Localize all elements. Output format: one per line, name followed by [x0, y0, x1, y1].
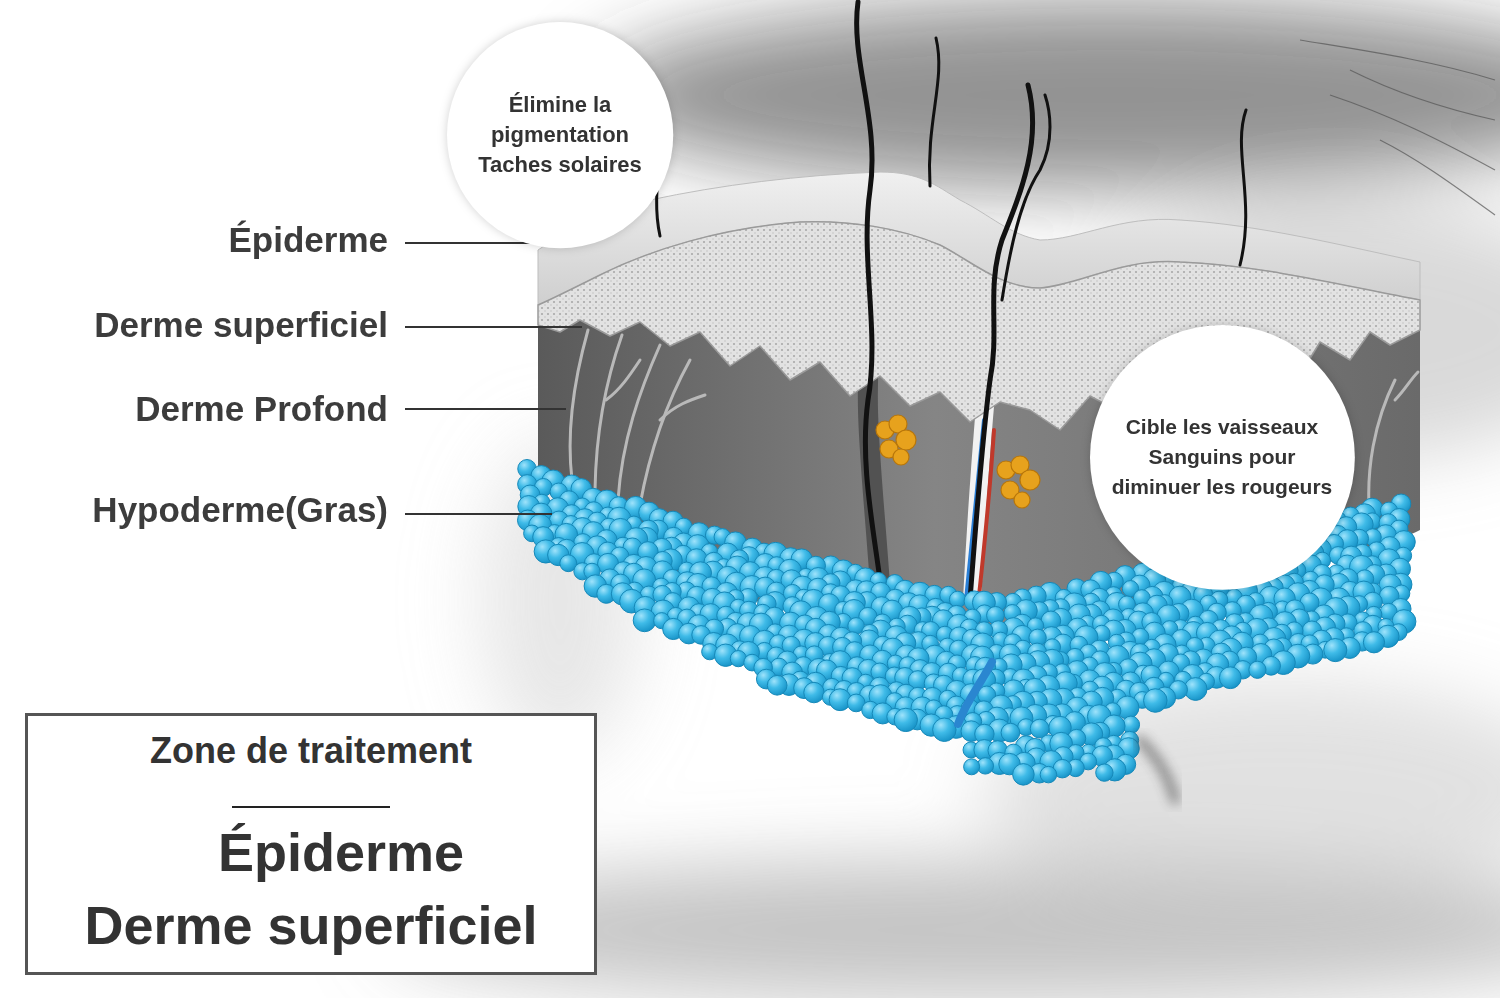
vessel: [570, 330, 588, 480]
fat-cell: [804, 682, 824, 702]
fat-cell: [1013, 764, 1035, 786]
layer-label: Derme superficiel: [94, 305, 388, 345]
vessel-branch: [1395, 372, 1418, 400]
fine-hair: [1300, 40, 1495, 80]
node-text: Cible les vaisseaux Sanguins pour diminu…: [1106, 412, 1338, 502]
leader-line: [405, 408, 566, 410]
fat-cell: [964, 759, 980, 775]
leader-line: [405, 513, 552, 515]
node-text: Zone de traitement: [150, 730, 472, 772]
background-hairs: [1300, 40, 1495, 215]
vessel-branch: [660, 395, 705, 420]
fat-cell: [1219, 667, 1241, 689]
leader-lines: [405, 243, 582, 514]
gland-lobe: [893, 449, 909, 465]
hair: [857, 2, 880, 580]
fat-cell: [1363, 632, 1384, 653]
circle-fill: [447, 22, 673, 248]
fat-cell: [1001, 723, 1020, 742]
gland-lobe: [1014, 492, 1030, 508]
fat-cell: [1096, 764, 1113, 781]
sebaceous-glands: [876, 415, 1040, 508]
leader-line: [405, 326, 582, 328]
deep-vessel-grey: [1140, 740, 1175, 800]
circle-fill: [1090, 325, 1355, 590]
hair: [970, 85, 1033, 600]
fat-cell: [633, 609, 656, 632]
layer-label: Hypoderme(Gras): [92, 490, 388, 530]
deep-blood-vessel: [958, 662, 992, 724]
hair: [1002, 95, 1050, 300]
vessel: [618, 345, 660, 500]
gland-lobe: [896, 430, 916, 450]
fat-cell: [1324, 639, 1347, 662]
fine-hair: [1350, 70, 1495, 120]
treatment-zone-box: Zone de traitementÉpiderme Derme superfi…: [25, 713, 597, 975]
fat-cell: [933, 718, 956, 741]
hair: [929, 38, 938, 186]
node-body-text: Épiderme Derme superficiel: [75, 816, 547, 962]
vessel: [640, 360, 690, 505]
callout-circle: Élimine la pigmentation Taches solaires: [447, 22, 673, 248]
fat-cell: [1040, 766, 1057, 783]
callout-circle: Cible les vaisseaux Sanguins pour diminu…: [1090, 325, 1355, 590]
fat-cell: [1249, 661, 1266, 678]
fine-hair: [1380, 140, 1495, 215]
fat-cell: [767, 675, 787, 695]
divider-line: [232, 806, 390, 808]
layer-label: Derme Profond: [135, 389, 388, 429]
lower-right-shadow: [980, 680, 1500, 900]
gland-lobe: [1020, 470, 1040, 490]
vessel-branch: [606, 360, 640, 400]
layer-label: Épiderme: [229, 220, 389, 260]
vessel: [595, 335, 622, 490]
fat-cell: [894, 708, 917, 731]
hair: [1240, 110, 1246, 265]
fat-cell: [1144, 689, 1168, 713]
node-text: Élimine la pigmentation Taches solaires: [465, 90, 655, 180]
